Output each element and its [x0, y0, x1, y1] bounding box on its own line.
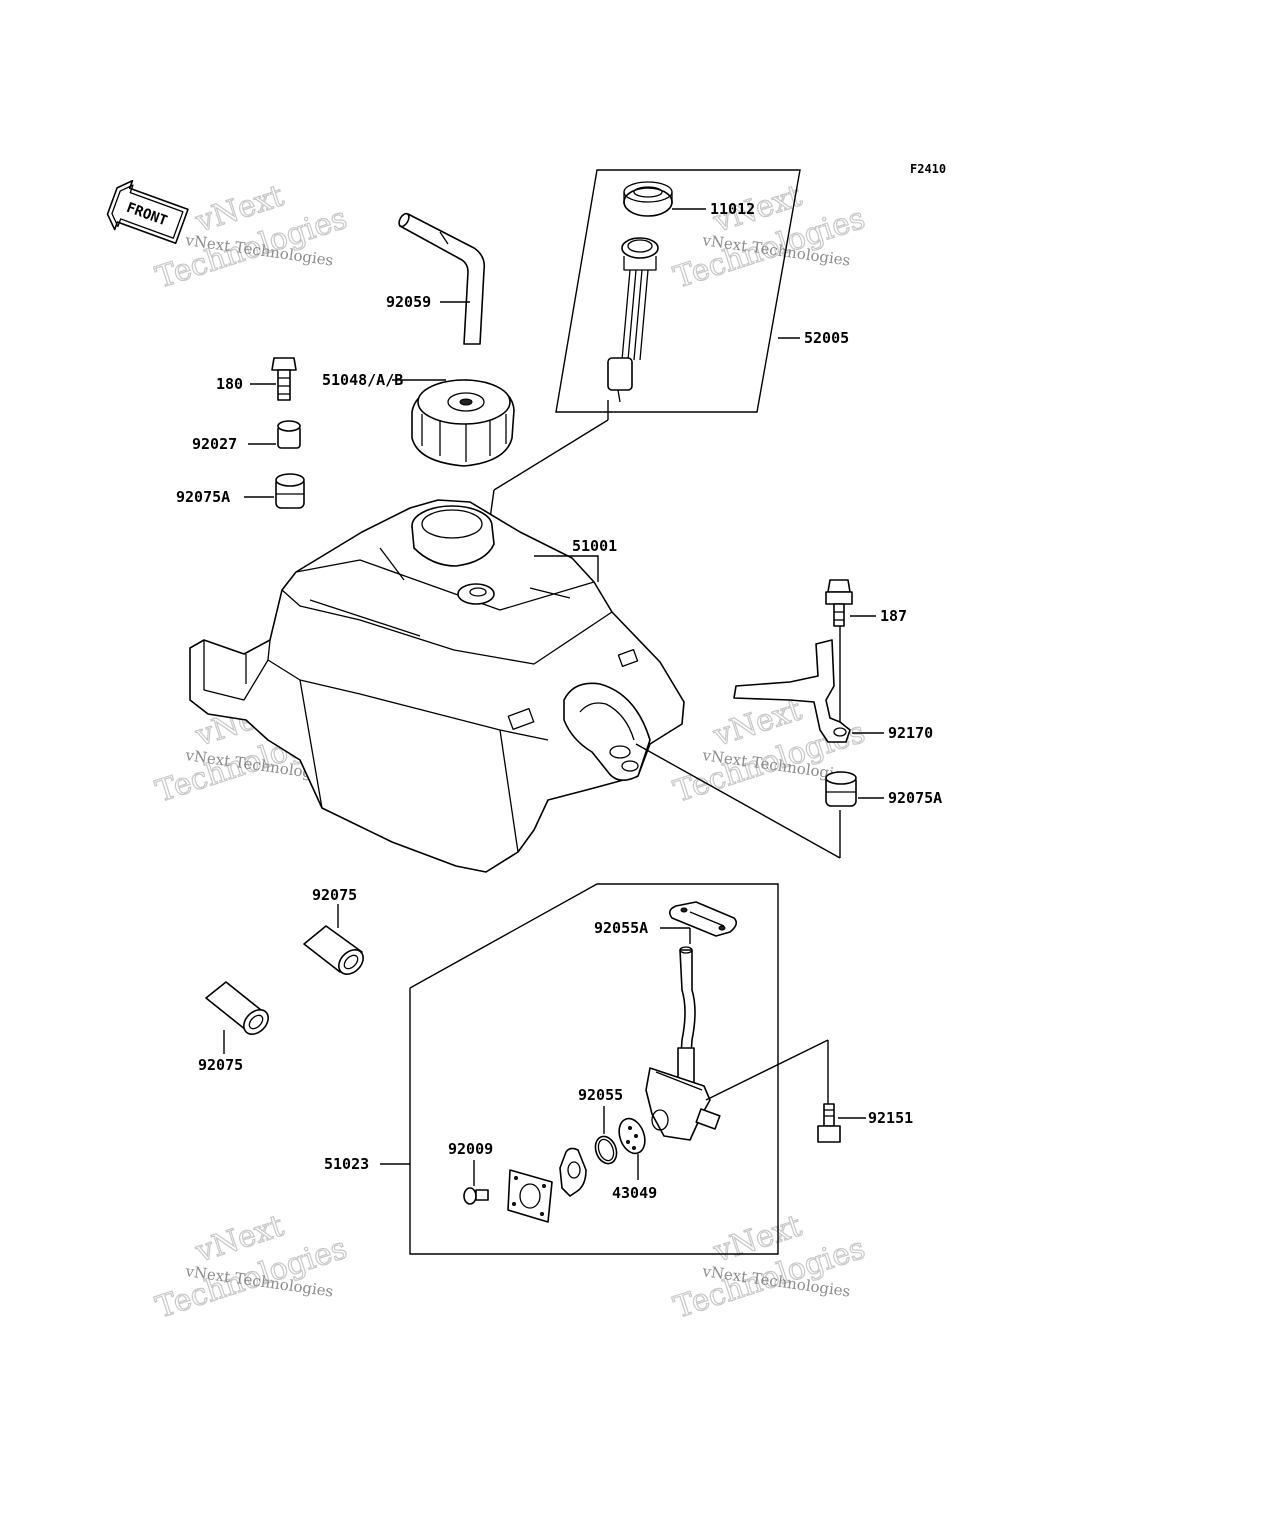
watermark-bottom-left: vNext Technologies vNext Technologies	[151, 1208, 352, 1326]
label-180: 180	[216, 375, 243, 393]
fuel-cock-assembly[interactable]: 92055A 92055 43049	[409, 883, 779, 1255]
label-11012: 11012	[710, 200, 755, 218]
part-92075-bottom-spacer[interactable]	[205, 981, 273, 1039]
label-51048: 51048/A/B	[322, 371, 403, 389]
label-51001: 51001	[572, 537, 617, 555]
label-43049: 43049	[612, 1184, 657, 1202]
label-92151: 92151	[868, 1109, 913, 1127]
label-92027: 92027	[192, 435, 237, 453]
part-fuel-cock-body[interactable]	[645, 946, 721, 1141]
part-92027-collar[interactable]	[277, 420, 301, 449]
part-gauge-sender[interactable]	[607, 237, 659, 403]
label-51023: 51023	[324, 1155, 369, 1173]
label-187: 187	[880, 607, 907, 625]
part-187-bolt[interactable]	[825, 579, 853, 627]
label-92075-top: 92075	[312, 886, 357, 904]
watermark-bottom-right: vNext Technologies vNext Technologies	[669, 1208, 870, 1326]
part-92009-screw[interactable]	[463, 1187, 489, 1205]
label-92075A-left: 92075A	[176, 488, 230, 506]
part-180-bolt[interactable]	[271, 357, 297, 401]
label-52005: 52005	[804, 329, 849, 347]
label-92059: 92059	[386, 293, 431, 311]
part-cover-plate[interactable]	[507, 1169, 553, 1223]
part-51001-fuel-tank[interactable]	[189, 499, 685, 873]
label-92075-bottom: 92075	[198, 1056, 243, 1074]
figure-code: F2410	[910, 162, 946, 176]
part-92055A-gasket[interactable]	[668, 901, 738, 937]
part-lever[interactable]	[559, 1147, 587, 1197]
label-92170: 92170	[888, 724, 933, 742]
part-92075A-right-grommet[interactable]	[825, 771, 857, 807]
label-92055A: 92055A	[594, 919, 648, 937]
watermark-top-left: vNext Technologies vNext Technologies	[151, 178, 352, 296]
part-92075A-left-grommet[interactable]	[275, 473, 305, 509]
part-92075-top-spacer[interactable]	[303, 925, 368, 979]
part-92151-screw[interactable]	[817, 1103, 841, 1143]
fuel-gauge-assembly[interactable]	[555, 169, 801, 420]
part-92055-o-ring[interactable]	[592, 1133, 620, 1166]
part-92170-bracket[interactable]	[733, 639, 851, 743]
label-92009: 92009	[448, 1140, 493, 1158]
label-92055: 92055	[578, 1086, 623, 1104]
watermark-top-right: vNext Technologies vNext Technologies	[669, 178, 870, 296]
part-51048-fuel-cap[interactable]	[411, 379, 515, 467]
front-arrow-icon: FRONT	[106, 179, 189, 245]
part-92059-tube[interactable]	[397, 212, 486, 345]
part-43049-plate[interactable]	[615, 1115, 650, 1157]
label-92075A-right: 92075A	[888, 789, 942, 807]
part-11012-ring[interactable]	[623, 181, 673, 217]
